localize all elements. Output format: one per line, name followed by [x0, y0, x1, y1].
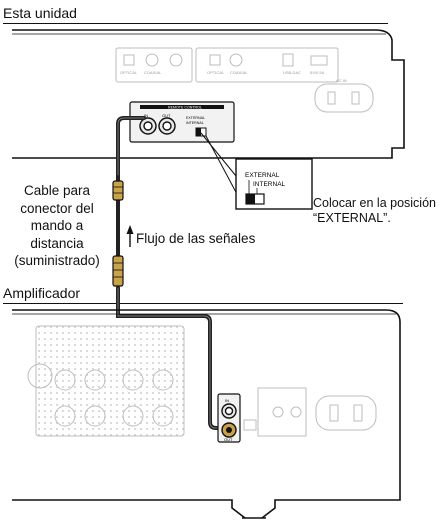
- remote-control-label: REMOTE CONTROL: [168, 106, 202, 110]
- top-jack-out-label: OUT: [162, 113, 171, 118]
- top-unit-panel-labels: OPTICAL COAXIAL OPTICAL COAXIAL USB-DAC …: [120, 70, 347, 83]
- amp-jack-in-label: IN: [225, 398, 229, 403]
- amplifier-title-rule: [3, 303, 403, 304]
- cable-label-line-1: Cable para: [23, 183, 91, 198]
- amplifier-chassis: [12, 309, 401, 519]
- panel-label-5v: 5V/0.5A: [310, 70, 325, 75]
- top-jack-in-label: IN: [144, 113, 148, 118]
- callout-note: Colocar en la posición “EXTERNAL”.: [313, 196, 436, 226]
- cable-plug-lower: [112, 255, 124, 287]
- amplifier-title: Amplificador: [3, 285, 81, 301]
- remote-control-panel: REMOTE CONTROL IN OUT EXTERNAL INTERNAL: [129, 101, 235, 143]
- cable-label-line-4: distancia: [30, 235, 84, 251]
- top-unit-rear-panel: [115, 47, 374, 113]
- remote-cable: [116, 116, 228, 430]
- top-switch-external-label: EXTERNAL: [186, 116, 205, 120]
- cable-label: Cable para conector del mando a distanci…: [1, 182, 113, 270]
- amp-jack-out-label: OUT: [224, 437, 233, 442]
- cable-label-line-5: (suministrado): [14, 253, 100, 268]
- amplifier-remote-panel: IN OUT: [217, 393, 241, 443]
- top-unit-title-rule: [3, 23, 388, 24]
- panel-label-usb-dac: USB-DAC: [283, 70, 301, 75]
- top-unit-chassis: [12, 29, 405, 159]
- cable-plug-upper: [112, 180, 124, 201]
- panel-label-optical-1: OPTICAL: [120, 70, 138, 75]
- callout-internal-label: INTERNAL: [253, 181, 286, 188]
- panel-label-coaxial-1: COAXIAL: [144, 70, 162, 75]
- callout-note-line-1: Colocar en la posición: [313, 196, 436, 210]
- signal-flow-arrow: [126, 225, 134, 247]
- signal-flow-label: Flujo de las señales: [136, 231, 256, 246]
- callout-external-label: EXTERNAL: [245, 172, 280, 179]
- ac-in-label: AC IN: [336, 78, 347, 83]
- cable-label-line-3: mando a: [30, 218, 84, 233]
- callout-note-line-2: “EXTERNAL”.: [313, 211, 391, 225]
- top-switch-internal-label: INTERNAL: [186, 121, 204, 125]
- top-unit-title: Esta unidad: [3, 5, 77, 21]
- cable-label-line-2: conector del: [20, 200, 94, 216]
- amplifier-rear-panel: [27, 325, 377, 437]
- switch-callout: EXTERNAL INTERNAL: [200, 132, 313, 210]
- panel-label-optical-2: OPTICAL: [207, 70, 225, 75]
- panel-label-coaxial-2: COAXIAL: [230, 70, 248, 75]
